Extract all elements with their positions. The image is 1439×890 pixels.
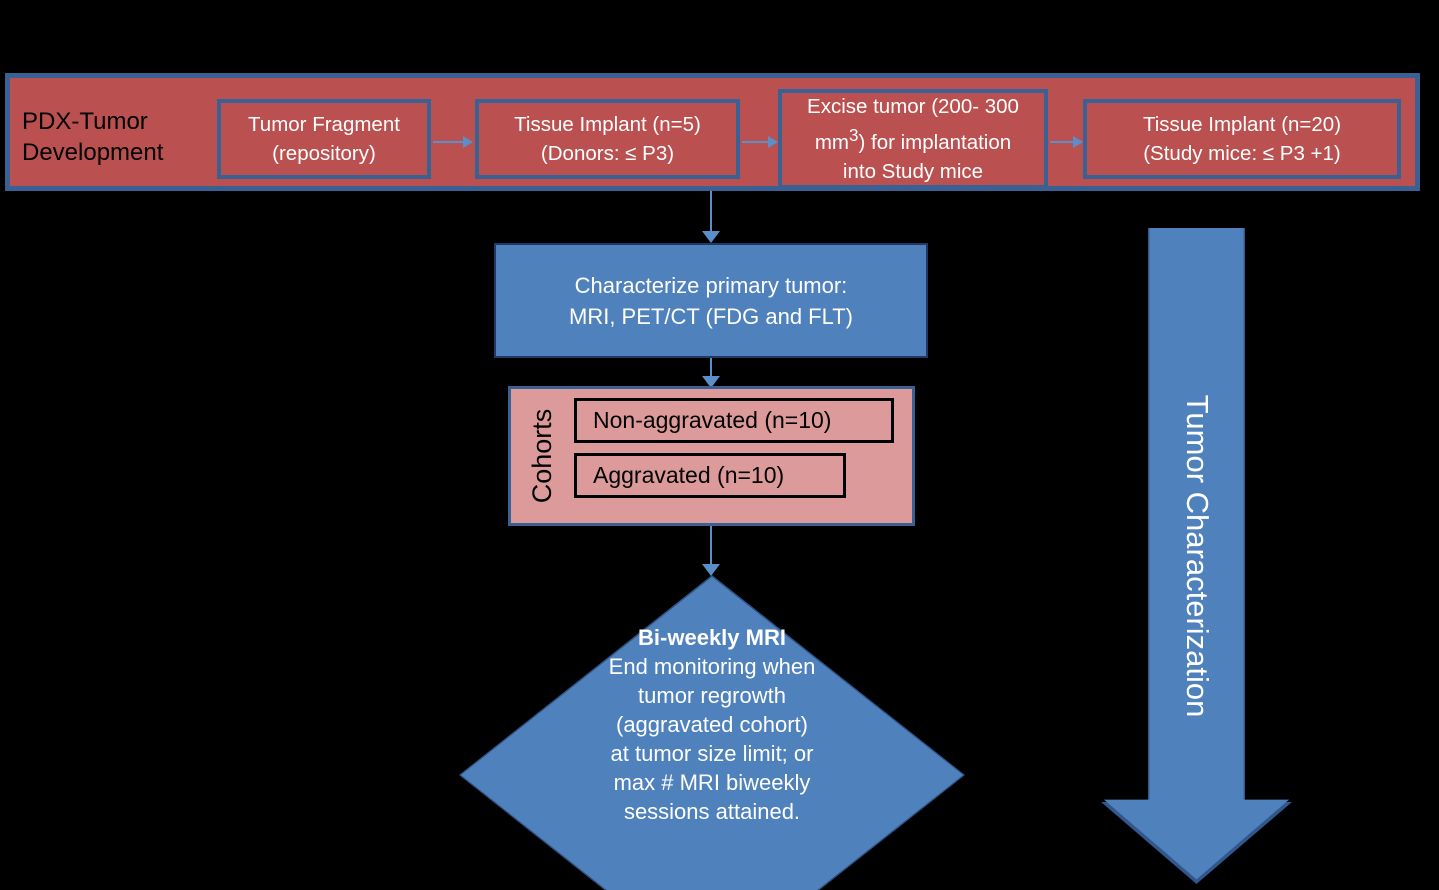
- arrow-shaft: [710, 526, 712, 564]
- cohorts-label: Cohorts: [527, 408, 557, 504]
- decision-line-6: sessions attained.: [623, 799, 801, 824]
- arrow-head-icon: [702, 231, 720, 243]
- arrow-donor-implant-to-excise: [742, 136, 778, 148]
- cohort-item-non-aggravated[interactable]: Non-aggravated (n=10): [574, 398, 894, 443]
- stage-line-1: Tumor Fragment: [248, 113, 400, 136]
- stage-box-tissue-implant-study[interactable]: Tissue Implant (n=20) (Study mice: ≤ P3 …: [1083, 99, 1401, 179]
- stage-box-excise-tumor[interactable]: Excise tumor (200- 300 mm3) for implanta…: [778, 89, 1048, 189]
- arrow-head-icon: [1073, 136, 1083, 148]
- cohorts-box: Cohorts Non-aggravated (n=10) Aggravated…: [508, 386, 915, 526]
- stage-line-3: into Study mice: [842, 159, 984, 183]
- decision-diamond[interactable]: Bi-weekly MRI End monitoring when tumor …: [459, 575, 965, 890]
- stage-line-2-pre: mm: [814, 130, 849, 154]
- tumor-characterization-label: Tumor Characterization: [1179, 394, 1215, 718]
- stage-line-2-superscript: 3: [848, 126, 859, 146]
- decision-line-1: End monitoring when: [608, 654, 816, 679]
- arrow-shaft: [433, 141, 463, 143]
- arrow-shaft: [710, 358, 712, 376]
- stage-line-1: Excise tumor (200- 300: [807, 95, 1019, 119]
- cohort-item-label: Aggravated (n=10): [593, 462, 785, 488]
- characterize-line-2: MRI, PET/CT (FDG and FLT): [569, 303, 853, 329]
- stage-line-2: (repository): [272, 142, 376, 165]
- decision-line-5: max # MRI biweekly: [613, 770, 811, 795]
- characterize-line-1: Characterize primary tumor:: [574, 272, 848, 298]
- arrow-shaft: [1050, 141, 1073, 143]
- stage-line-2: (Study mice: ≤ P3 +1): [1143, 142, 1341, 165]
- arrow-characterize-to-cohorts: [702, 358, 720, 388]
- arrow-head-icon: [463, 136, 473, 148]
- decision-line-4: at tumor size limit; or: [610, 741, 814, 766]
- arrow-excise-to-study-implant: [1050, 136, 1083, 148]
- banner-title: PDX-Tumor Development: [22, 108, 164, 166]
- cohort-item-label: Non-aggravated (n=10): [593, 407, 832, 433]
- arrow-head-icon: [702, 564, 720, 576]
- stage-line-1: Tissue Implant (n=20): [1142, 113, 1342, 136]
- stage-line-2: (Donors: ≤ P3): [540, 142, 675, 165]
- arrow-cohorts-to-decision: [702, 526, 720, 576]
- arrow-head-icon: [768, 136, 778, 148]
- cohort-item-aggravated[interactable]: Aggravated (n=10): [574, 453, 846, 498]
- stage-box-tissue-implant-donors[interactable]: Tissue Implant (n=5) (Donors: ≤ P3): [475, 99, 740, 179]
- decision-line-2: tumor regrowth: [638, 683, 786, 708]
- pdx-tumor-development-banner: PDX-Tumor Development Tumor Fragment (re…: [5, 73, 1420, 191]
- arrow-fragment-to-donor-implant: [433, 136, 473, 148]
- arrow-shaft: [710, 191, 712, 231]
- stage-line-1: Tissue Implant (n=5): [514, 113, 701, 136]
- arrow-head-icon: [702, 376, 720, 388]
- decision-line-3: (aggravated cohort): [616, 712, 808, 737]
- decision-heading: Bi-weekly MRI: [638, 625, 786, 650]
- characterize-primary-tumor-box[interactable]: Characterize primary tumor: MRI, PET/CT …: [494, 243, 928, 358]
- arrow-shaft: [742, 141, 768, 143]
- decision-text: Bi-weekly MRI End monitoring when tumor …: [547, 623, 877, 826]
- arrow-banner-to-characterize: [702, 191, 720, 243]
- tumor-characterization-arrow: Tumor Characterization: [1101, 228, 1292, 884]
- stage-line-2-post: ) for implantation: [858, 130, 1012, 154]
- stage-box-tumor-fragment[interactable]: Tumor Fragment (repository): [217, 99, 431, 179]
